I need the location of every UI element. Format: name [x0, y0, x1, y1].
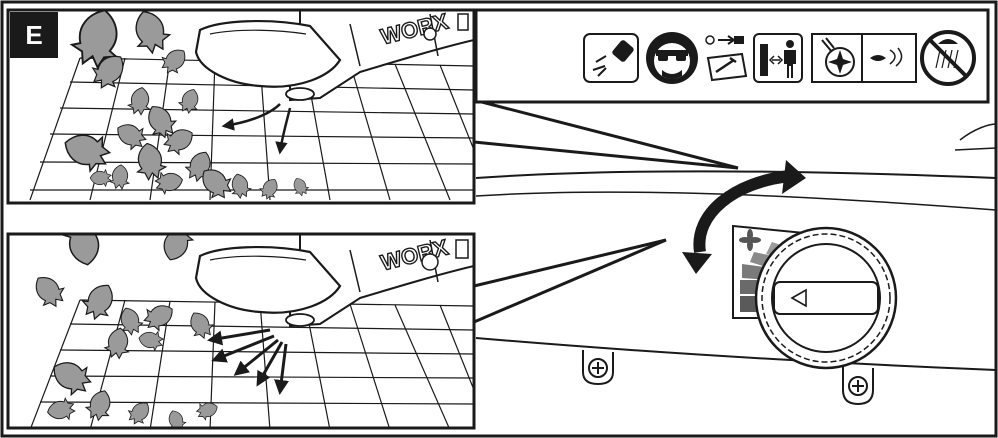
rotation-arrow: [682, 160, 806, 274]
read-manual-icon: [583, 33, 639, 83]
speed-knob: [754, 226, 898, 370]
blower-top: WORX: [194, 10, 474, 102]
unplug-before-maintenance-icon: [705, 35, 748, 82]
step-badge: E: [10, 12, 58, 58]
panel-top: WORX E: [6, 8, 476, 205]
speed-dial: [732, 224, 898, 370]
housing-closeup: [475, 123, 997, 406]
triangle-pointer-icon: [790, 288, 807, 308]
keep-bystanders-away-icon: [753, 33, 803, 83]
screw-tab-left: [582, 350, 614, 386]
do-not-expose-to-rain-icon: [920, 30, 976, 86]
panel-bottom: WORX: [6, 232, 476, 430]
fan-icon: [739, 229, 761, 251]
safety-icon-bar: [474, 8, 990, 104]
screw-tab-right: [842, 366, 874, 406]
airflow-arrows-bottom: [207, 328, 289, 395]
step-label: E: [25, 20, 42, 50]
wear-protection-icon: [646, 32, 698, 84]
callout-lines: [473, 98, 739, 324]
rotating-impeller-warning-icon: [811, 33, 917, 83]
airflow-arrows-top: [221, 103, 292, 155]
